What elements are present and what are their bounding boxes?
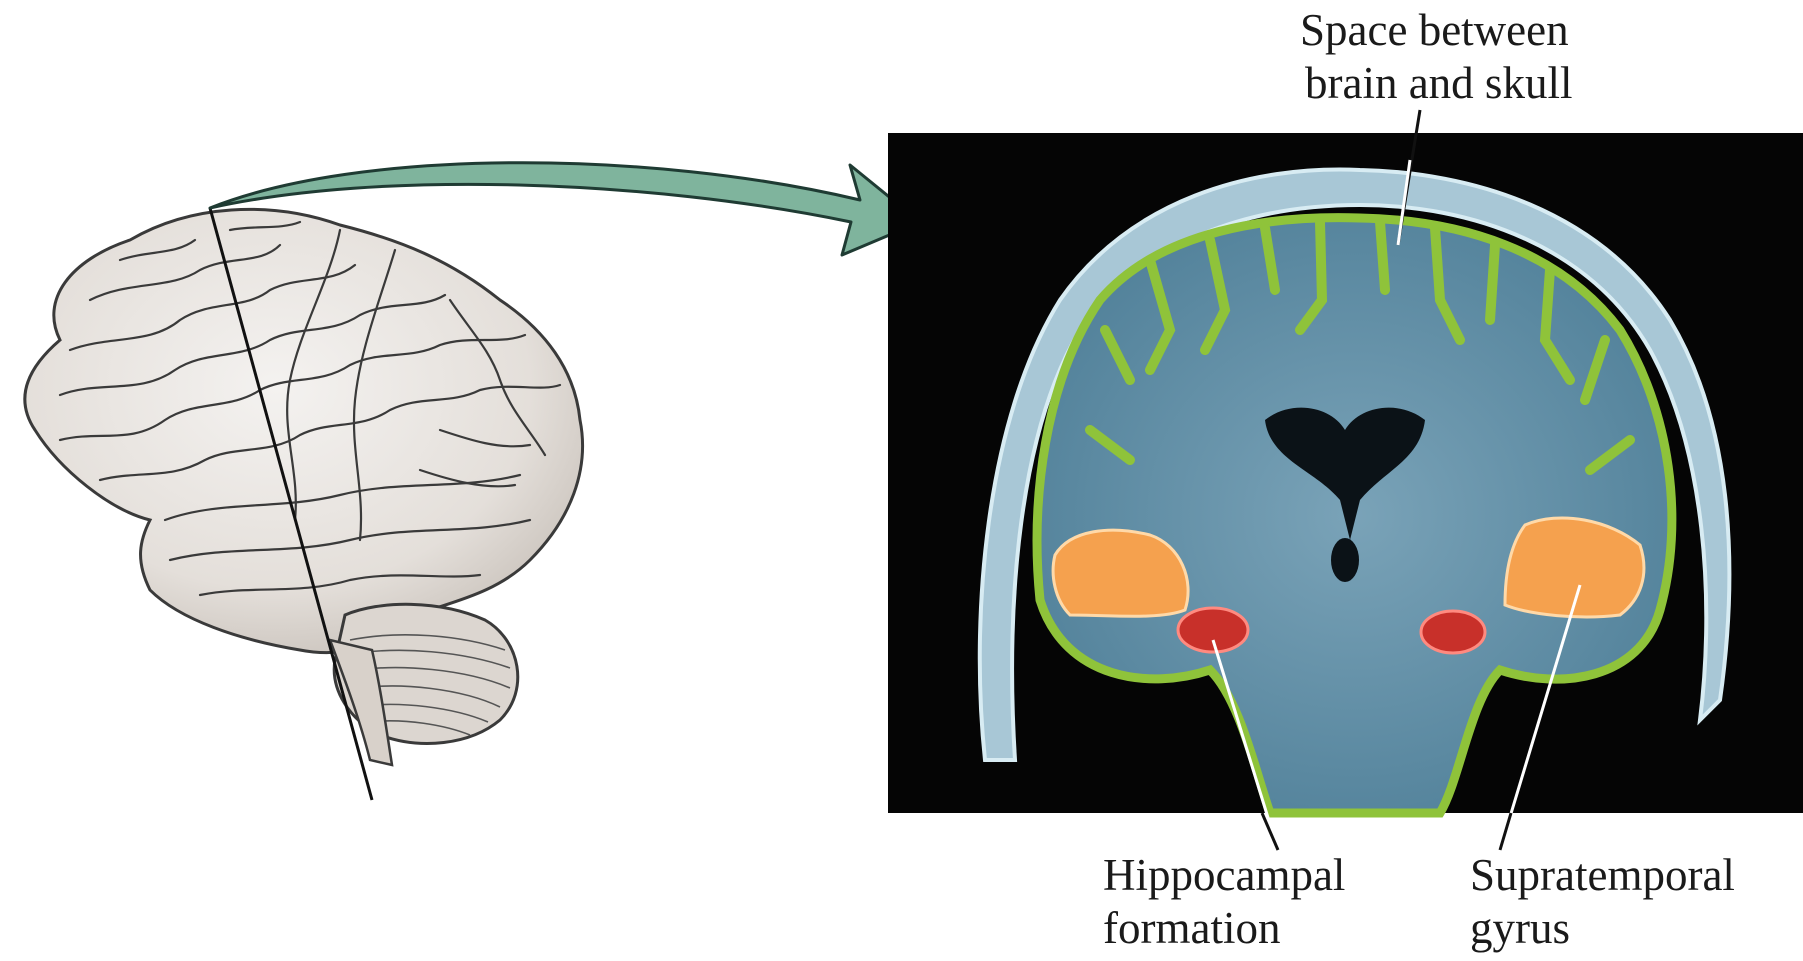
mri-scan (888, 133, 1803, 813)
third-ventricle (1331, 538, 1359, 582)
label-space-line1: Space between (1300, 5, 1569, 55)
label-space-line2: brain and skull (1305, 58, 1572, 108)
hippocampal-left-highlight (1178, 608, 1248, 652)
supratemporal-left-highlight (1053, 530, 1188, 616)
brain-illustration (25, 208, 583, 800)
leader-hippocampal-ext (1262, 813, 1278, 850)
label-hippocampal-line1: Hippocampal (1103, 850, 1345, 900)
label-supratemporal-line2: gyrus (1470, 903, 1570, 953)
label-supratemporal-line1: Supratemporal (1470, 850, 1735, 900)
leader-supratemporal-ext (1500, 813, 1511, 850)
hippocampal-right-highlight (1421, 611, 1485, 653)
cerebrum-shape (25, 209, 583, 652)
label-hippocampal-line2: formation (1103, 903, 1280, 953)
